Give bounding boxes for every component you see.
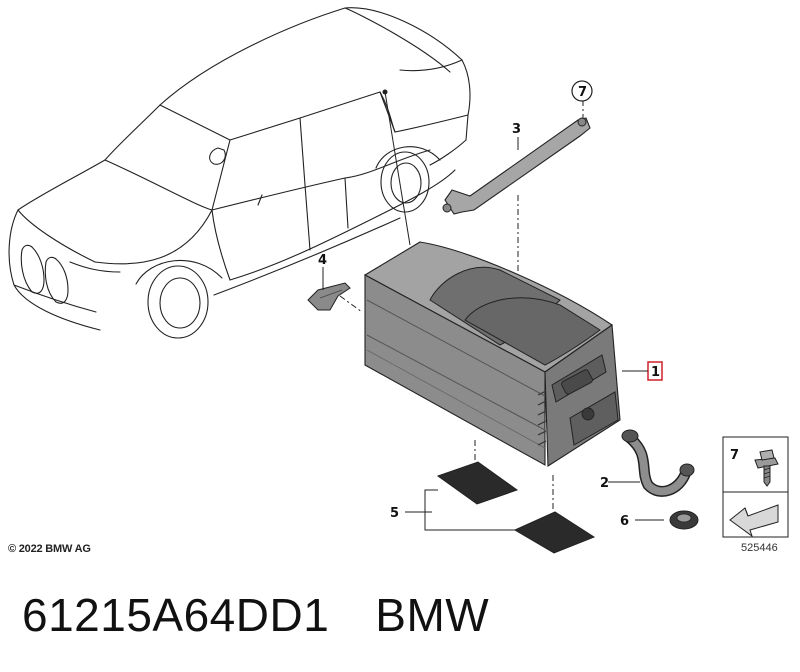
hose-part-2: [608, 429, 695, 497]
location-pointer-line: [382, 89, 411, 246]
callout-1: 1: [651, 365, 660, 380]
callout-3: 3: [512, 122, 521, 137]
callout-4: 4: [318, 253, 327, 268]
grommet-part-6: [635, 510, 699, 530]
diagram-id: 525446: [741, 542, 778, 554]
direction-arrow-icon: [729, 504, 779, 538]
legend-arrow-box: [722, 491, 789, 538]
bracket-part-3: [442, 117, 591, 215]
legend-screw-box: 7: [722, 436, 789, 493]
callout-6: 6: [620, 514, 629, 529]
car-outline-illustration: [8, 7, 471, 339]
assembly-guide-lines: [339, 100, 584, 510]
pads-part-5: [405, 461, 596, 554]
callout-7: 7: [578, 85, 587, 100]
legend-callout-7: 7: [730, 448, 739, 463]
callout-2: 2: [600, 476, 609, 491]
part-number: 61215A64DD1: [22, 589, 330, 641]
callout-7-circle: [571, 80, 593, 102]
screw-icon: [754, 449, 779, 487]
brand-name: BMW: [375, 589, 490, 641]
copyright-notice: © 2022 BMW AG: [8, 543, 91, 555]
part-number-caption: 61215A64DD1 BMW: [22, 588, 489, 642]
callout-5: 5: [390, 506, 399, 521]
clip-part-4: [307, 267, 351, 311]
control-module-housing: [363, 241, 621, 467]
